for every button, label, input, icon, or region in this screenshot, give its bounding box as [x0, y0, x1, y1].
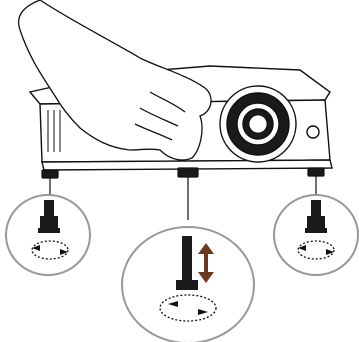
detail-circle-middle: [122, 227, 254, 342]
detail-circle-right: [274, 195, 358, 275]
leader-lines: [50, 176, 316, 220]
detail-circle-left: [6, 195, 90, 275]
